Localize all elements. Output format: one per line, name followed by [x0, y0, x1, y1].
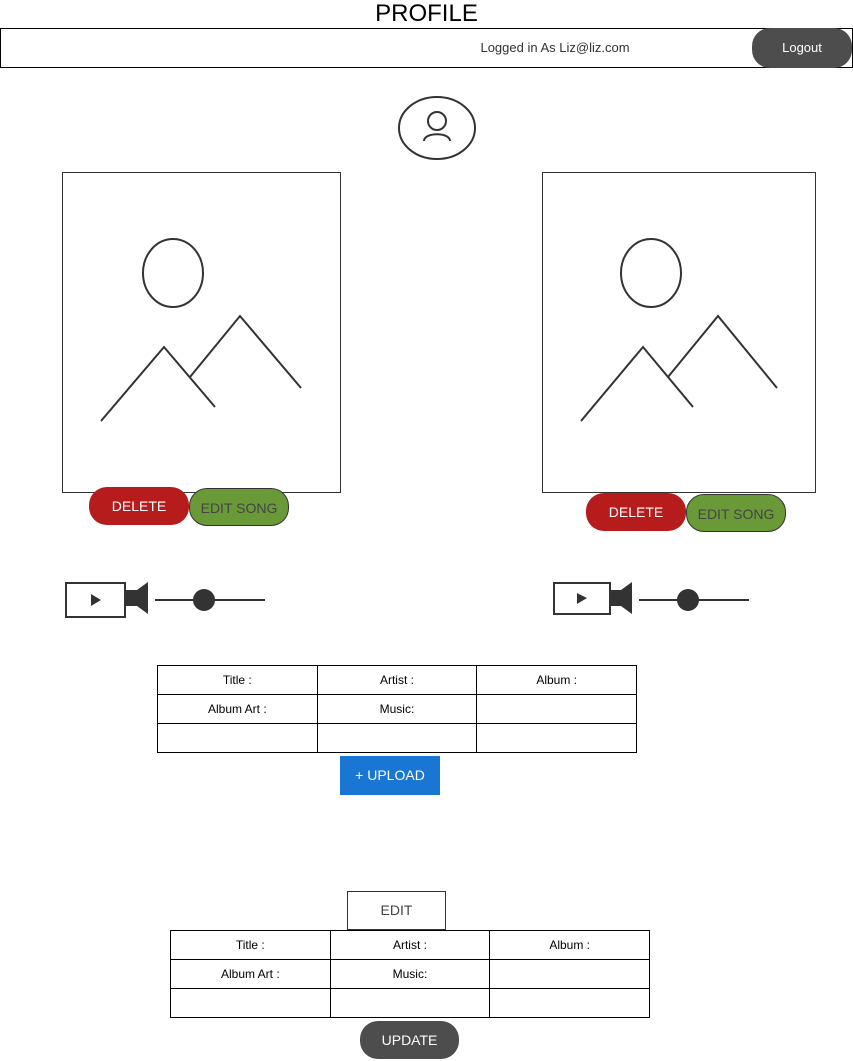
music-field[interactable]: Music: [329, 959, 491, 989]
music-field[interactable]: Music: [316, 694, 478, 724]
table-row [157, 723, 637, 753]
album-field[interactable]: Album : [476, 665, 637, 695]
speaker-icon[interactable] [125, 582, 148, 614]
table-cell[interactable] [157, 723, 318, 753]
table-row: Title : Artist : Album : [157, 665, 637, 695]
table-cell[interactable] [476, 694, 637, 724]
artist-field[interactable]: Artist : [329, 930, 491, 960]
song-card-image [62, 172, 341, 493]
table-cell[interactable] [489, 988, 650, 1018]
play-icon[interactable] [65, 582, 126, 618]
table-cell[interactable] [476, 723, 637, 753]
table-row: Title : Artist : Album : [170, 930, 650, 960]
song-card-image [542, 172, 816, 493]
image-placeholder-icon [580, 238, 778, 422]
table-cell[interactable] [316, 723, 478, 753]
table-cell[interactable] [489, 959, 650, 989]
image-placeholder-icon [100, 238, 302, 422]
artist-field[interactable]: Artist : [316, 665, 478, 695]
play-icon[interactable] [553, 582, 611, 615]
delete-button[interactable]: DELETE [89, 487, 189, 525]
table-cell[interactable] [329, 988, 491, 1018]
page-title: PROFILE [375, 0, 478, 27]
title-field[interactable]: Title : [170, 930, 331, 960]
media-player [551, 580, 761, 620]
title-field[interactable]: Title : [157, 665, 318, 695]
table-row: Album Art : Music: [157, 694, 637, 724]
album-field[interactable]: Album : [489, 930, 650, 960]
edit-form-table: Title : Artist : Album : Album Art : Mus… [170, 930, 650, 1018]
volume-slider[interactable] [639, 589, 749, 611]
logout-button[interactable]: Logout [752, 28, 852, 68]
upload-button[interactable]: + UPLOAD [340, 756, 440, 795]
speaker-icon[interactable] [610, 582, 632, 614]
update-button[interactable]: UPDATE [360, 1021, 459, 1059]
delete-button[interactable]: DELETE [586, 493, 686, 531]
table-cell[interactable] [170, 988, 331, 1018]
album-art-field[interactable]: Album Art : [157, 694, 318, 724]
table-row: Album Art : Music: [170, 959, 650, 989]
user-avatar-icon[interactable] [398, 96, 476, 160]
album-art-field[interactable]: Album Art : [170, 959, 331, 989]
edit-tab[interactable]: EDIT [347, 891, 446, 930]
media-player [62, 580, 272, 620]
volume-slider[interactable] [155, 589, 265, 611]
logged-in-status: Logged in As Liz@liz.com [480, 40, 630, 55]
header-bar: Logged in As Liz@liz.com Logout [0, 28, 853, 68]
edit-song-button[interactable]: EDIT SONG [686, 494, 786, 532]
table-row [170, 988, 650, 1018]
upload-form-table: Title : Artist : Album : Album Art : Mus… [157, 665, 637, 753]
edit-song-button[interactable]: EDIT SONG [189, 488, 289, 526]
